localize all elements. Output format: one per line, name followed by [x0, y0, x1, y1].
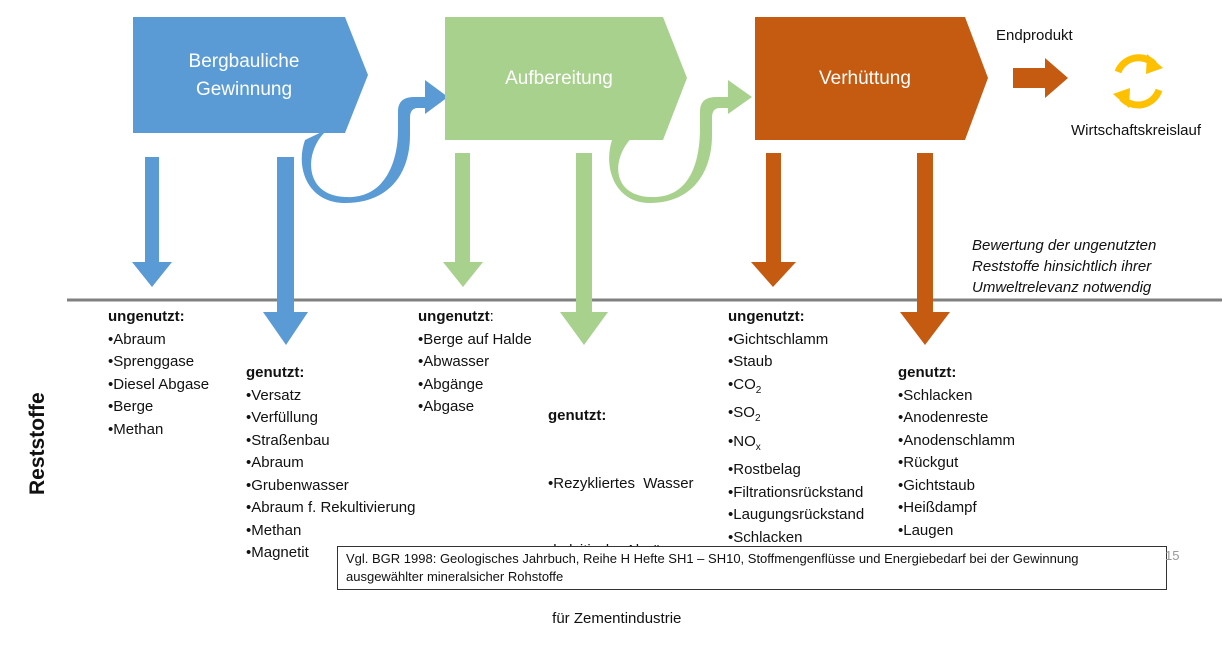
list-item: •Gichtstaub — [898, 476, 975, 494]
list-item: •Abwasser — [418, 353, 490, 370]
end-product-label: Endprodukt — [996, 27, 1073, 44]
list-mining-used: genutzt: •Versatz •Verfüllung •Straßenba… — [246, 362, 416, 565]
list-item: •Schlacken — [898, 386, 973, 404]
list-item: für Zementindustrie — [548, 609, 682, 627]
down-arrow-processing-used — [560, 153, 608, 345]
list-heading: ungenutzt: — [728, 308, 805, 325]
list-item: •Staub — [728, 353, 773, 370]
list-item: •Rezykliertes Wasser — [548, 474, 694, 492]
list-heading: ungenutzt: — [108, 308, 185, 325]
list-item: •Gichtschlamm — [728, 330, 829, 348]
list-item: •Heißdampf — [898, 499, 977, 516]
list-item-so2: •SO2 — [728, 402, 864, 431]
stage-box-smelting — [755, 17, 988, 140]
list-item: •Rückgut — [898, 454, 959, 471]
cycle-arrowhead-bottom — [1113, 88, 1130, 108]
list-heading-colon: : — [489, 308, 494, 325]
list-processing-used: genutzt: •Rezykliertes Wasser •kalzitisc… — [548, 360, 694, 653]
list-item: •Methan — [246, 521, 302, 539]
side-title-text: Reststoffe — [26, 392, 49, 495]
list-heading: ungenutzt — [418, 308, 490, 325]
connector-mining-to-processing — [301, 80, 448, 203]
list-heading: genutzt: — [548, 407, 607, 424]
list-item: •Filtrationsrückstand — [728, 483, 864, 501]
list-heading: genutzt: — [898, 364, 957, 381]
stage-title-mining-line1: Bergbauliche — [188, 51, 300, 72]
cycle-arrowhead-top — [1146, 54, 1163, 74]
assessment-note-line1: Bewertung der ungenutzten — [972, 237, 1157, 254]
assessment-note-line2: Reststoffe hinsichtlich ihrer — [972, 258, 1152, 275]
list-item: •Laugungsrückstand — [728, 506, 865, 523]
so2-subscript: 2 — [754, 413, 761, 424]
list-item: •Magnetit — [246, 544, 309, 561]
list-item: •Sprenggase — [108, 353, 195, 370]
reference-line1: Vgl. BGR 1998: Geologisches Jahrbuch, Re… — [346, 551, 1079, 566]
assessment-note-line3: Umweltrelevanz notwendig — [972, 279, 1152, 296]
list-smelting-used: genutzt: •Schlacken •Anodenreste •Anoden… — [898, 362, 1015, 542]
down-arrow-mining-unused — [132, 157, 172, 287]
cycle-label: Wirtschaftskreislauf — [1071, 122, 1202, 139]
list-item: •Versatz — [246, 386, 302, 404]
list-item: •Anodenschlamm — [898, 431, 1015, 449]
list-item: •Anodenreste — [898, 409, 989, 426]
list-item: •Laugen — [898, 521, 954, 539]
down-arrow-smelting-used — [900, 153, 950, 345]
stage-title-mining: Bergbauliche Gewinnung — [133, 48, 355, 104]
reference-box: Vgl. BGR 1998: Geologisches Jahrbuch, Re… — [337, 546, 1167, 590]
down-arrow-processing-unused — [443, 153, 483, 287]
list-item: •Berge — [108, 398, 154, 415]
stage-box-mining — [133, 17, 368, 133]
list-item: •Rostbelag — [728, 461, 801, 478]
end-product-arrow — [1013, 58, 1068, 98]
so2-text: •SO — [728, 404, 755, 421]
stage-title-smelting: Verhüttung — [819, 68, 911, 89]
down-arrow-mining-used — [263, 157, 308, 345]
connector-processing-to-smelting — [609, 80, 752, 203]
list-item: •Berge auf Halde — [418, 330, 532, 348]
list-item: •Abraum f. Rekultivierung — [246, 499, 416, 516]
list-heading: genutzt: — [246, 364, 305, 381]
assessment-note: Bewertung der ungenutzten Reststoffe hin… — [972, 235, 1156, 298]
nox-text: •NO — [728, 432, 756, 450]
list-item: •Abraum — [246, 454, 304, 471]
list-item: •Diesel Abgase — [108, 375, 210, 393]
stage-box-processing — [445, 17, 687, 140]
list-item-co2: •CO2 — [728, 374, 864, 403]
list-mining-unused: ungenutzt: •Abraum •Sprenggase •Diesel A… — [108, 306, 209, 441]
list-processing-unused: ungenutzt: •Berge auf Halde •Abwasser •A… — [418, 306, 532, 419]
list-item: •Straßenbau — [246, 431, 330, 449]
list-item: •Abraum — [108, 330, 166, 348]
stage-title-mining-line2: Gewinnung — [195, 79, 293, 100]
list-smelting-unused: ungenutzt: •Gichtschlamm •Staub •CO2 •SO… — [728, 306, 864, 549]
down-arrow-smelting-unused — [751, 153, 796, 287]
reference-line2: ausgewählter mineralsicher Rohstoffe — [346, 569, 564, 584]
page-number: 15 — [1165, 548, 1180, 563]
list-item-nox: •NOx — [728, 431, 864, 460]
list-item: •Abgänge — [418, 375, 484, 393]
list-item: •Verfüllung — [246, 409, 318, 426]
list-heading-row: ungenutzt: — [418, 306, 532, 329]
list-item: •Methan — [108, 420, 164, 438]
list-item: •Schlacken — [728, 528, 803, 546]
stage-title-processing: Aufbereitung — [505, 68, 613, 89]
co2-subscript: 2 — [755, 384, 762, 396]
flow-diagram — [67, 17, 1222, 345]
list-item: •Grubenwasser — [246, 476, 349, 494]
nox-subscript: x — [755, 441, 761, 453]
list-item: •Abgase — [418, 398, 475, 415]
co2-text: •CO — [728, 375, 756, 393]
